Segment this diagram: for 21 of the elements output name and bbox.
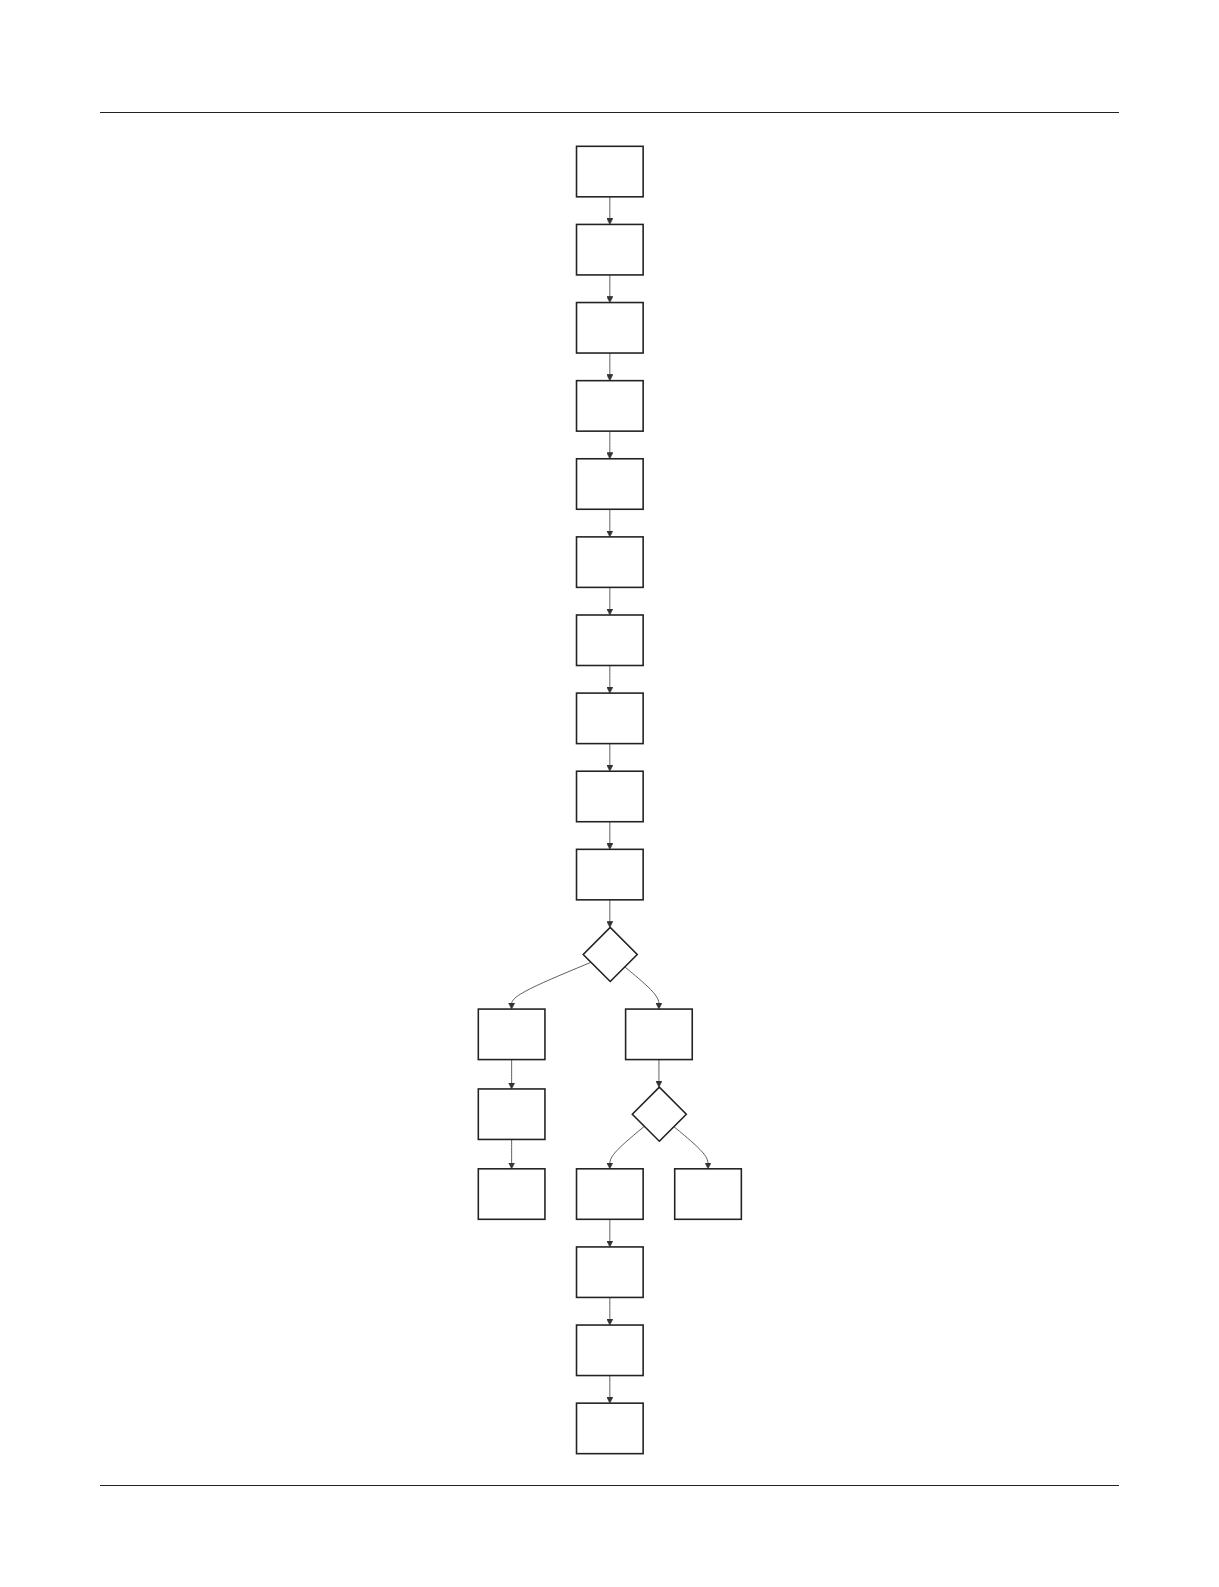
node-box [477,1008,546,1061]
node-box [575,379,644,432]
node-box [575,614,644,667]
node-diamond [630,1086,688,1143]
node-box [575,223,644,276]
node-box [575,536,644,589]
node-box [575,1402,644,1455]
node-box [575,848,644,901]
node-box [575,457,644,511]
node-box [575,692,644,745]
node-box [575,145,644,198]
node-diamond [581,926,638,983]
node-box [477,1168,546,1221]
node-box [575,1324,644,1377]
node-box [624,1008,693,1061]
node-box [575,770,644,823]
node-box [477,1088,546,1141]
node-box [575,1168,644,1221]
node-box [575,1246,644,1299]
node-box [673,1168,742,1221]
node-box [575,301,644,354]
